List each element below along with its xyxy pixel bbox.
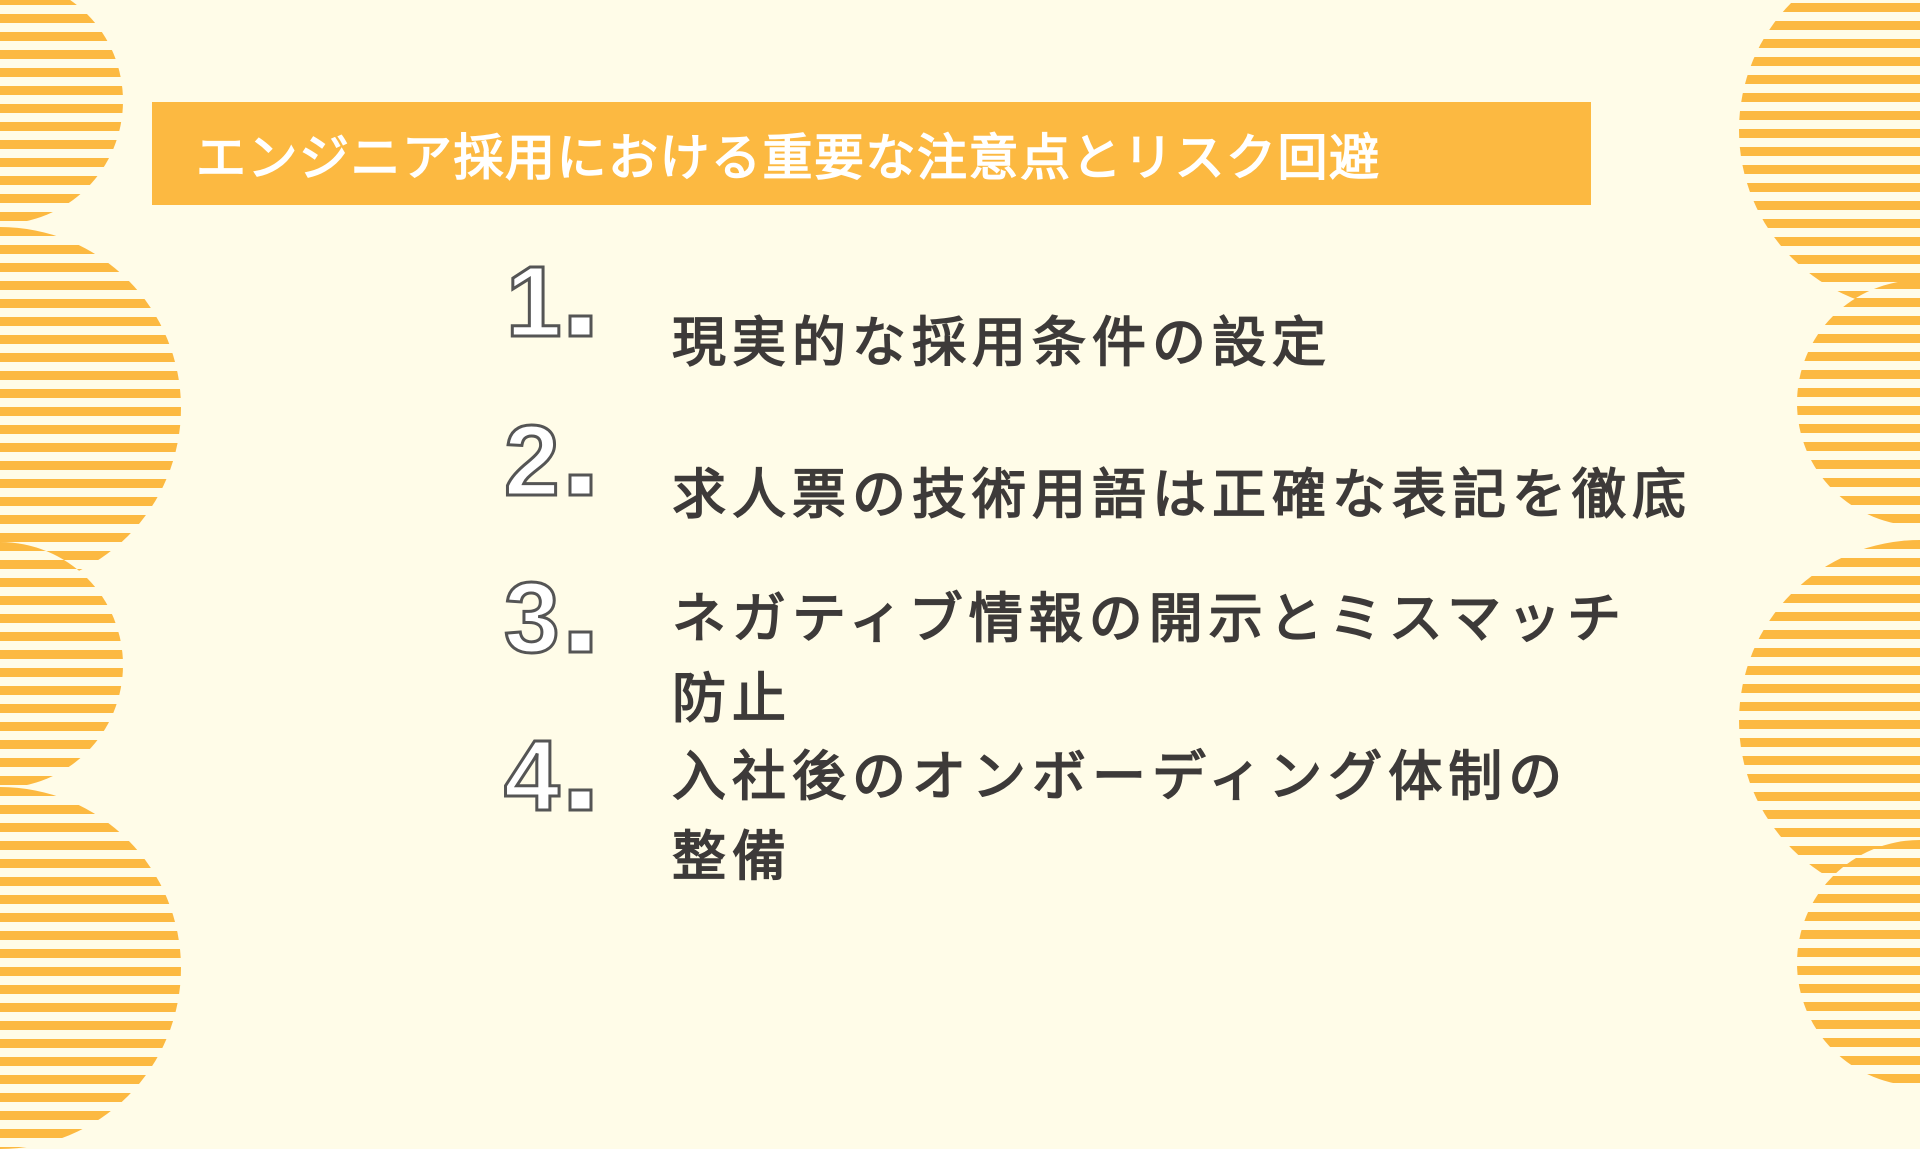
title-banner: エンジニア採用における重要な注意点とリスク回避: [152, 102, 1591, 205]
number-badge: 3: [500, 561, 650, 676]
item-line: 整備: [672, 825, 792, 888]
item-text: 現実的な採用条件の設定: [672, 303, 1332, 383]
number-badge: 2: [500, 404, 650, 519]
item-line: 求人票の技術用語は正確な表記を徹底: [672, 463, 1692, 526]
item-line: 防止: [672, 667, 792, 730]
page-title: エンジニア採用における重要な注意点とリスク回避: [196, 128, 1381, 187]
item-line: ネガティブ情報の開示とミスマッチ: [672, 587, 1628, 650]
decor-circle-right-1: [1739, 0, 1920, 311]
item-line: 現実的な採用条件の設定: [672, 311, 1332, 374]
item-text: 入社後のオンボーディング体制の 整備: [672, 737, 1568, 897]
period-square-icon: [568, 314, 593, 338]
number-text: 4: [504, 720, 560, 832]
number-badge: 1: [500, 245, 650, 360]
number-text: 3: [504, 562, 560, 674]
item-line: 入社後のオンボーディング体制の: [672, 745, 1569, 808]
number-text: 2: [504, 405, 560, 517]
decor-circle-left-2: [0, 227, 181, 589]
period-square-icon: [568, 630, 593, 654]
decor-circle-right-2: [1797, 280, 1920, 526]
decor-circle-right-4: [1797, 840, 1920, 1086]
item-text: ネガティブ情報の開示とミスマッチ 防止: [672, 579, 1627, 739]
decor-circle-left-3: [0, 542, 123, 788]
number-text: 1: [506, 246, 562, 358]
number-badge: 4: [500, 719, 650, 834]
decor-circle-left-1: [0, 0, 123, 224]
period-square-icon: [568, 788, 593, 812]
period-square-icon: [568, 473, 593, 497]
decor-circle-left-4: [0, 787, 181, 1149]
item-text: 求人票の技術用語は正確な表記を徹底: [672, 455, 1692, 535]
